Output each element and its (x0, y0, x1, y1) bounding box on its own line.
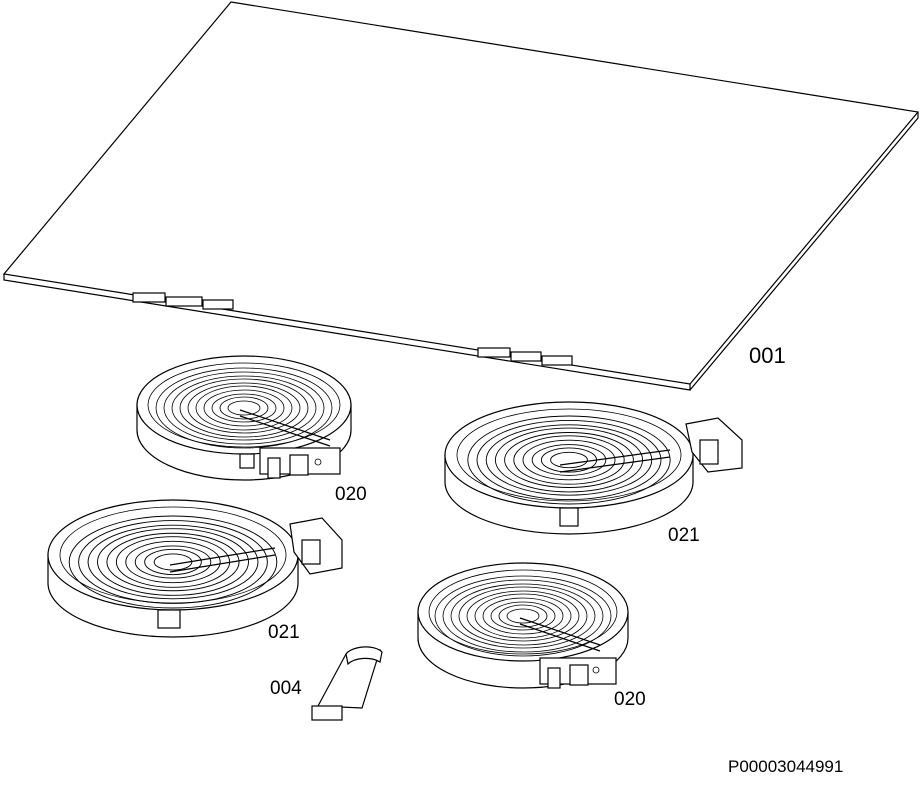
plate-tabs-left (132, 292, 234, 310)
glass-top-plate (2, 1, 920, 391)
heater-small-bottom (417, 562, 629, 689)
heater-small-top (136, 355, 352, 481)
label-021-left: 021 (268, 622, 300, 643)
label-004: 004 (270, 678, 302, 699)
label-001: 001 (749, 343, 786, 368)
drawing-code: P00003044991 (728, 757, 843, 776)
label-021-right: 021 (668, 525, 700, 546)
plate-tabs-right (477, 347, 573, 366)
label-020-top: 020 (335, 484, 367, 505)
label-020-bottom: 020 (614, 689, 646, 710)
mounting-clip (311, 646, 383, 721)
heater-large-left (47, 499, 343, 638)
heater-large-right (444, 401, 743, 535)
